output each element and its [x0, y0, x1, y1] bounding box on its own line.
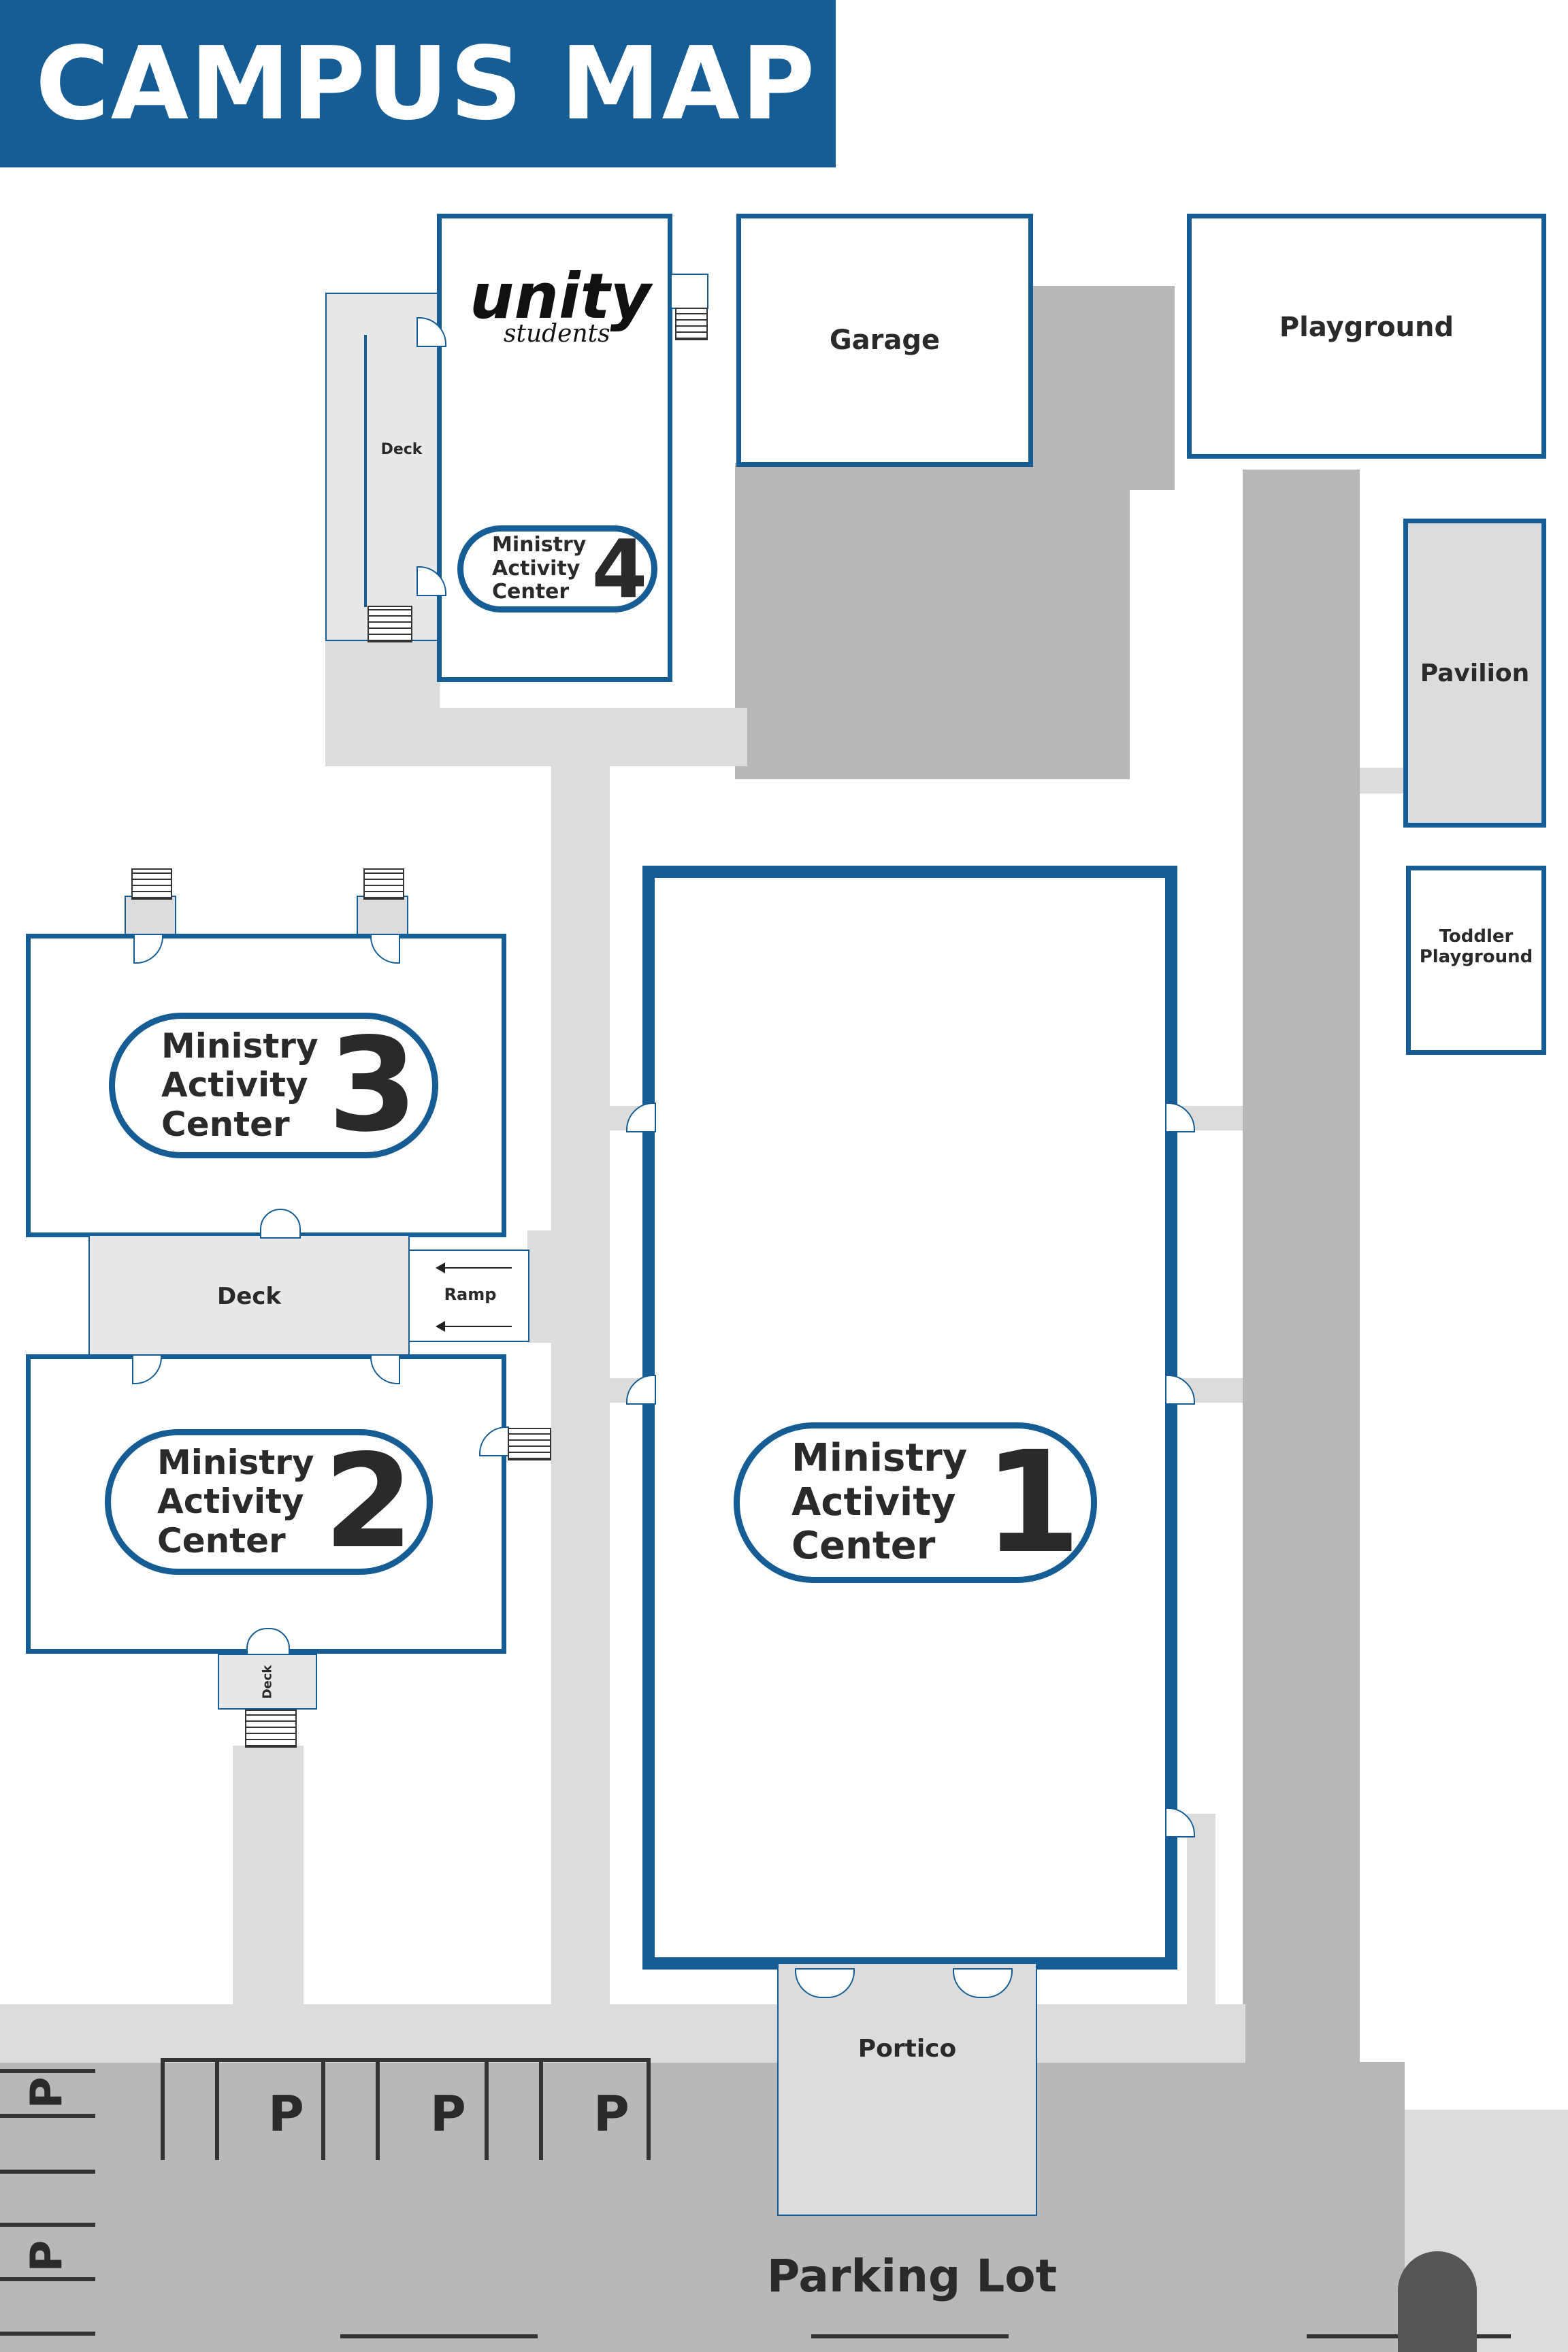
stairs-mac3-right[interactable] [363, 868, 404, 900]
mac3-porch-right [357, 896, 408, 935]
stairs-mac3-left[interactable] [131, 868, 172, 900]
parking-bottom-stripe-left [340, 2334, 538, 2338]
ramp-arrow-upper [437, 1267, 512, 1269]
parking-line [215, 2058, 219, 2160]
parking-line [0, 2069, 95, 2073]
mac4-number: 4 [591, 522, 648, 616]
area-toddler-playground[interactable]: Toddler Playground [1406, 866, 1546, 1055]
parking-line [0, 2277, 95, 2281]
walkway-pavilion [1360, 768, 1406, 794]
ramp-label: Ramp [444, 1285, 497, 1304]
walkway-mac1-southeast [1187, 1814, 1215, 2011]
toddler-label-line2: Playground [1419, 947, 1533, 967]
mac2-name: Ministry Activity Center [157, 1442, 314, 1561]
ramp[interactable]: Ramp [408, 1250, 529, 1342]
deck-middle: Deck [88, 1235, 410, 1358]
mac1-number: 1 [983, 1421, 1081, 1584]
parking-line [161, 2058, 165, 2160]
mac4-label-pill: Ministry Activity Center 4 [457, 525, 657, 612]
unity-students-logo: unity students [470, 260, 651, 361]
parking-symbol: P [22, 2076, 73, 2109]
road-north [735, 463, 1130, 779]
map-title-banner: CAMPUS MAP [0, 0, 836, 167]
mac1-name: Ministry Activity Center [791, 1436, 968, 1569]
parking-line [376, 2058, 380, 2160]
portico-label: Portico [858, 2034, 957, 2063]
mac3-number: 3 [327, 1010, 418, 1160]
parking-line [0, 2223, 95, 2227]
mac1-label-pill: Ministry Activity Center 1 [734, 1422, 1097, 1583]
walkway-mac2-south [233, 1746, 304, 2011]
deck-mac2-south: Deck [218, 1654, 317, 1710]
mac3-porch-left [125, 896, 176, 935]
playground-label: Playground [1279, 312, 1454, 343]
mac4-name: Ministry Activity Center [492, 533, 587, 604]
pavilion-label: Pavilion [1420, 659, 1530, 687]
parking-row-top: P P P [161, 2058, 651, 2160]
parking-symbol: P [22, 2240, 73, 2272]
area-pavilion[interactable]: Pavilion [1403, 519, 1546, 828]
walkway-bottom-horizontal [0, 2004, 1245, 2063]
walkway-mac4-base [325, 636, 440, 711]
deck-mac4-rail [364, 335, 367, 607]
deck-mac4-label: Deck [380, 441, 423, 458]
road-east [1243, 470, 1360, 2069]
building-garage[interactable]: Garage [736, 214, 1033, 467]
mac4-east-porch [670, 274, 708, 309]
map-title: CAMPUS MAP [35, 25, 817, 142]
walkway-center-vertical [551, 766, 610, 2012]
parking-symbol: P [430, 2085, 466, 2142]
stairs-mac4-deck[interactable] [368, 606, 412, 642]
parking-line [0, 2332, 95, 2336]
ramp-arrow-lower [437, 1326, 512, 1327]
parking-row-top-edge [161, 2058, 651, 2062]
ramp-arrow-upper-head [436, 1262, 445, 1273]
parking-symbol: P [593, 2085, 630, 2142]
unity-tagline: students [504, 320, 610, 348]
door-mac3-south-double[interactable] [260, 1209, 301, 1239]
parking-line [647, 2058, 651, 2160]
parking-line [539, 2058, 543, 2160]
parking-line [485, 2058, 489, 2160]
mac2-label-pill: Ministry Activity Center 2 [105, 1429, 433, 1575]
stairs-mac4-east[interactable] [675, 308, 708, 340]
building-mac1[interactable] [642, 866, 1177, 1970]
parking-line [0, 2114, 95, 2118]
portico[interactable]: Portico [777, 1963, 1037, 2216]
parking-row-left: P P [0, 2062, 99, 2352]
mac3-label-pill: Ministry Activity Center 3 [109, 1013, 438, 1158]
parking-lot-area [0, 2062, 1405, 2352]
door-mac1-east-south[interactable] [1165, 1808, 1195, 1838]
parking-lot-label: Parking Lot [766, 2250, 1058, 2302]
door-mac1-west-upper[interactable] [626, 1102, 656, 1132]
mac3-name: Ministry Activity Center [161, 1026, 318, 1144]
parking-line [0, 2170, 95, 2174]
toddler-label-line1: Toddler [1439, 926, 1514, 947]
road-garage-connector [1029, 286, 1175, 490]
stairs-mac2-south[interactable] [245, 1710, 297, 1748]
unity-wordmark: unity [470, 260, 651, 333]
parking-bottom-stripe-center [811, 2334, 1009, 2338]
garage-label: Garage [829, 325, 941, 356]
deck-mac2-south-label: Deck [260, 1665, 275, 1699]
ramp-arrow-lower-head [436, 1321, 445, 1332]
walkway-ramp-landing [527, 1230, 552, 1343]
mac2-number: 2 [323, 1426, 414, 1577]
parking-symbol: P [268, 2085, 304, 2142]
stairs-mac2-east[interactable] [508, 1428, 551, 1460]
utility-structure [1398, 2251, 1477, 2352]
walkway-top-horizontal [325, 708, 747, 766]
area-playground[interactable]: Playground [1187, 214, 1546, 459]
deck-middle-label: Deck [216, 1283, 282, 1310]
parking-line [321, 2058, 325, 2160]
